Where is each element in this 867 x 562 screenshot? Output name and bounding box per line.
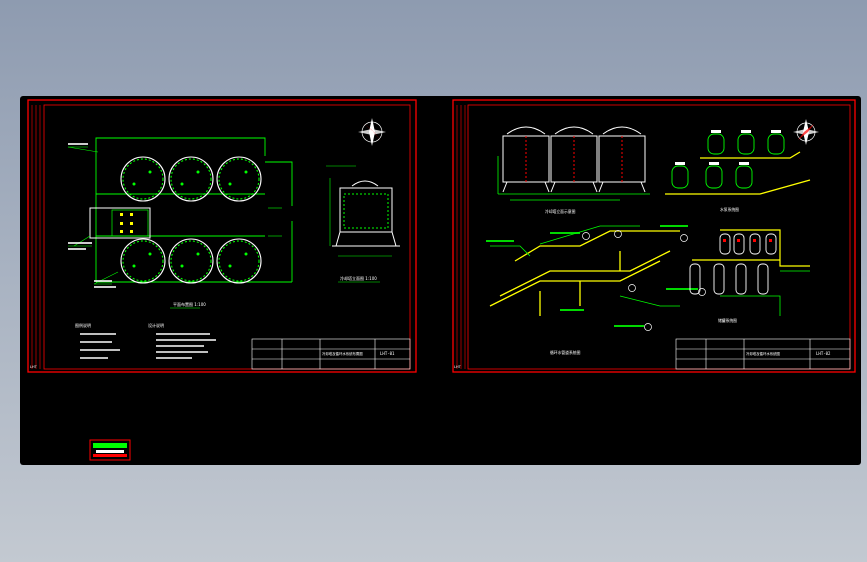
plan-tank[interactable] (216, 156, 262, 202)
drawing-canvas: 平面布置图 1:100 冷却塔立面图 1:100 图例说明 (27, 99, 856, 461)
right-sheet[interactable]: 冷却塔立面示意图 水泵系统图 (452, 99, 856, 373)
pipe-tag-bubbles (582, 230, 706, 331)
left-sheet-corner-mark: LHT (30, 365, 38, 369)
notes-title-1: 图例说明 (75, 322, 91, 328)
large-cooling-tower[interactable] (502, 126, 550, 193)
tank-system[interactable] (689, 233, 777, 295)
right-drawing-no: LHT-02 (816, 351, 831, 356)
plan-tank[interactable] (120, 156, 166, 202)
tank-nozzles (132, 170, 248, 268)
north-arrow-icon (358, 118, 386, 146)
right-sheet-corner-mark: LHT (454, 365, 462, 369)
plan-title: 平面布置图 1:100 (173, 301, 206, 307)
plan-caption: 平面布置图 1:100 (170, 301, 206, 309)
large-cooling-tower[interactable] (550, 126, 598, 193)
plan-tank[interactable] (216, 238, 262, 284)
left-sheet-border (27, 99, 417, 373)
plan-tank[interactable] (168, 238, 214, 284)
tank-title: 储罐系统图 (718, 318, 737, 323)
notes-block-1: 图例说明 (75, 322, 120, 359)
pipe-iso-title: 循环水管道系统图 (550, 350, 581, 355)
plan-tank[interactable] (168, 156, 214, 202)
left-drawing-no: LHT-01 (380, 351, 395, 356)
towers-title: 冷却塔立面示意图 (545, 209, 576, 214)
right-sheet-border (452, 99, 856, 373)
elevation-caption: 冷却塔立面图 1:100 (338, 275, 380, 283)
pump-header-pipes (665, 151, 811, 195)
left-title-block-name: 冷却塔及循环水系统布置图 (322, 351, 363, 356)
cad-viewport[interactable]: 平面布置图 1:100 冷却塔立面图 1:100 图例说明 (20, 96, 861, 465)
pump-vessels[interactable] (671, 133, 785, 189)
tank-markers (723, 239, 772, 242)
left-sheet[interactable]: 平面布置图 1:100 冷却塔立面图 1:100 图例说明 (27, 99, 417, 373)
large-cooling-tower[interactable] (598, 126, 646, 193)
layout-tab-icon[interactable] (89, 439, 131, 461)
right-margin-strip (456, 105, 466, 369)
left-sheet-inner-frame (43, 104, 411, 370)
plan-leader-labels (67, 146, 282, 285)
elevation-title: 冷却塔立面图 1:100 (340, 275, 377, 281)
elevation-cooling-tower[interactable] (332, 180, 400, 247)
left-margin-strip (31, 105, 41, 369)
notes-block-2: 设计说明 (148, 322, 216, 359)
pipe-annotation-text (486, 225, 698, 327)
right-title-block-name: 冷却塔及循环水系统图 (746, 351, 781, 356)
pumps-title: 水泵系统图 (720, 207, 739, 212)
large-tower-base-pipes (497, 156, 650, 201)
tank-system-pipes (692, 229, 810, 316)
pipe-isometric[interactable] (489, 225, 680, 316)
plan-label-text-bars (68, 143, 116, 288)
plan-pump-skid[interactable] (89, 207, 151, 239)
plan-tank[interactable] (120, 238, 166, 284)
notes-title-2: 设计说明 (148, 322, 164, 328)
right-sheet-inner-frame (467, 104, 851, 370)
right-title-block[interactable] (675, 338, 851, 370)
left-title-block[interactable] (251, 338, 411, 370)
pump-vessel-caps (675, 130, 781, 165)
north-arrow-icon (793, 119, 819, 145)
elevation-dimensions (326, 165, 392, 257)
